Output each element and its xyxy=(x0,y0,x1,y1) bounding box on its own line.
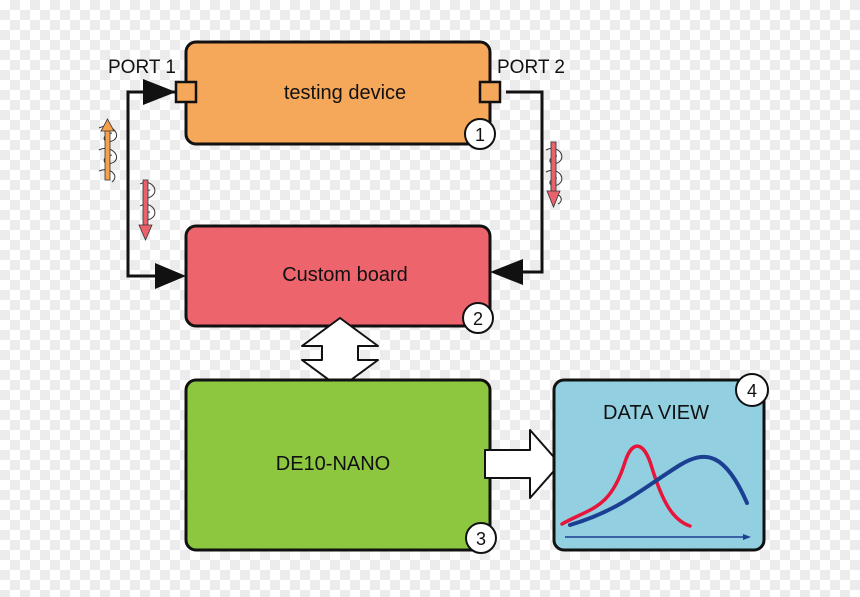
incident-signal-icon xyxy=(98,118,118,183)
testing-device-label: testing device xyxy=(284,82,406,104)
badge-3-number: 3 xyxy=(476,529,486,549)
badge-3 xyxy=(465,522,497,554)
badge-4 xyxy=(735,373,769,407)
port1-link xyxy=(126,90,180,278)
port1-arrowhead xyxy=(143,79,176,105)
port2-link xyxy=(494,90,544,274)
custom-board-right-arrowhead xyxy=(490,259,523,285)
badge-1 xyxy=(464,118,496,150)
data-view-node: DATA VIEW 4 xyxy=(552,373,769,552)
badge-4-number: 4 xyxy=(747,381,757,401)
badge-2 xyxy=(462,302,494,334)
time-axis-arrowhead xyxy=(743,534,751,540)
custom-board-label: Custom board xyxy=(282,264,408,286)
custom-board-node: Custom board 2 xyxy=(184,224,494,334)
output-arrow xyxy=(484,429,561,499)
reflected-signal-icon xyxy=(138,179,156,242)
blue-curve xyxy=(568,454,749,527)
connections xyxy=(126,79,544,289)
port2-square xyxy=(478,80,502,104)
port1-square xyxy=(174,80,198,104)
custom-board-left-arrowhead xyxy=(155,263,186,289)
transmitted-signal-icon xyxy=(545,141,563,209)
data-view-box xyxy=(552,378,766,552)
data-view-label: DATA VIEW xyxy=(603,402,709,424)
de10-nano-label: DE10-NANO xyxy=(276,453,390,475)
badge-2-number: 2 xyxy=(473,309,483,329)
port2-label: PORT 2 xyxy=(497,57,565,78)
port1-label: PORT 1 xyxy=(108,57,176,78)
de10-nano-node: DE10-NANO 3 xyxy=(184,378,497,554)
testing-device-node: testing device 1 xyxy=(174,40,502,150)
badge-1-number: 1 xyxy=(475,125,485,145)
bidirectional-arrow xyxy=(301,317,379,389)
red-curve xyxy=(560,444,692,528)
